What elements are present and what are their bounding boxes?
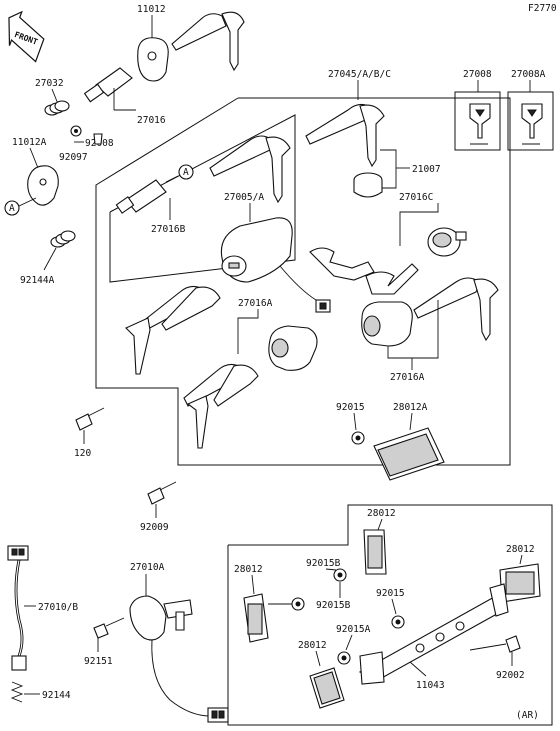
label-27045: 27045/A/B/C: [328, 69, 391, 80]
label-28012-bottom: 28012: [298, 640, 327, 651]
label-11012: 11012: [137, 4, 166, 15]
spring-92144: [10, 681, 24, 703]
label-27005: 27005/A: [224, 192, 264, 203]
label-92151: 92151: [84, 656, 113, 667]
key-pair-27005: [125, 285, 221, 375]
front-arrow: FRONT: [8, 10, 45, 63]
callout-A-right-text: A: [183, 167, 189, 178]
label-28012-right: 28012: [506, 544, 535, 555]
label-92015B-b: 92015B: [316, 600, 351, 611]
ar-note: (AR): [516, 710, 539, 721]
label-21007: 21007: [412, 164, 441, 175]
reflector-28012-right: [499, 563, 541, 603]
cylinder-27016A-right: [361, 301, 413, 347]
cylinder-27016A-mid: [268, 325, 318, 371]
callout-A-left-text: A: [9, 203, 15, 214]
label-27016B: 27016B: [151, 224, 186, 235]
reflector-28012-top: [363, 529, 387, 575]
key-pair-top: [171, 11, 245, 72]
label-28012-left: 28012: [234, 564, 263, 575]
bracket-11043: [358, 583, 509, 685]
label-11043: 11043: [416, 680, 445, 691]
label-11012A: 11012A: [12, 137, 47, 148]
label-27010B: 27010/B: [38, 602, 78, 613]
key-pair-27016A-mid: [183, 363, 259, 449]
key-27008: [469, 103, 491, 145]
key-27008A: [521, 103, 543, 145]
label-27016: 27016: [137, 115, 166, 126]
label-27016A-mid: 27016A: [238, 298, 273, 309]
label-120: 120: [74, 448, 91, 459]
label-92015B-a: 92015B: [306, 558, 341, 569]
label-28012A: 28012A: [393, 402, 428, 413]
bolt-92002: [469, 635, 521, 653]
label-27016A-right: 27016A: [390, 372, 425, 383]
label-27032: 27032: [35, 78, 64, 89]
label-28012-top: 28012: [367, 508, 396, 519]
key-frame-27008: [454, 91, 501, 151]
bracket-group-frame: [227, 504, 553, 726]
wire-harness-27010B: [7, 545, 29, 671]
key-pair-27045: [305, 103, 385, 168]
cylinder-27016C: [427, 227, 467, 257]
label-92097: 92097: [59, 152, 88, 163]
nut-92015-top: [351, 431, 365, 445]
switch-27010A: [129, 595, 229, 723]
ignition-cylinder-27016B: [125, 179, 167, 213]
label-92002: 92002: [496, 670, 525, 681]
corner-code: F2770: [528, 3, 557, 14]
nut-92015B-left: [291, 597, 305, 611]
label-92015A: 92015A: [336, 624, 371, 635]
screw-92151: [93, 617, 125, 639]
callout-A-right: [178, 164, 194, 180]
label-27008: 27008: [463, 69, 492, 80]
label-27008A: 27008A: [511, 69, 546, 80]
cap-21007: [353, 172, 383, 198]
bolt-120: [75, 407, 105, 431]
key-frame-27008A: [507, 91, 554, 151]
ignition-switch-27005: [220, 217, 331, 313]
label-92015-top: 92015: [336, 402, 365, 413]
nut-92015A: [337, 651, 351, 665]
reflector-28012A: [373, 427, 445, 481]
reflector-28012-bottom: [309, 667, 345, 709]
key-pair-27016C: [309, 247, 419, 295]
label-92015-mid: 92015: [376, 588, 405, 599]
label-92009: 92009: [140, 522, 169, 533]
main-group-frame: [95, 97, 511, 466]
reflector-28012-left: [243, 593, 269, 643]
label-27010A: 27010A: [130, 562, 165, 573]
callout-A-left: [4, 200, 20, 216]
key-pair-27016B: [209, 135, 291, 204]
nut-92015B-a: [333, 568, 347, 582]
screw-92009: [147, 481, 177, 505]
label-27016C: 27016C: [399, 192, 433, 203]
nut-92015-mid: [391, 615, 405, 629]
label-92144A: 92144A: [20, 275, 55, 286]
ignition-cylinder-27016: [95, 67, 133, 97]
label-92144: 92144: [42, 690, 71, 701]
key-pair-27016A-right: [413, 277, 499, 342]
spring-27032: [44, 100, 70, 116]
spring-92144A: [50, 230, 76, 248]
inner-key-frame: [109, 114, 296, 283]
screw-92008: [93, 133, 103, 145]
